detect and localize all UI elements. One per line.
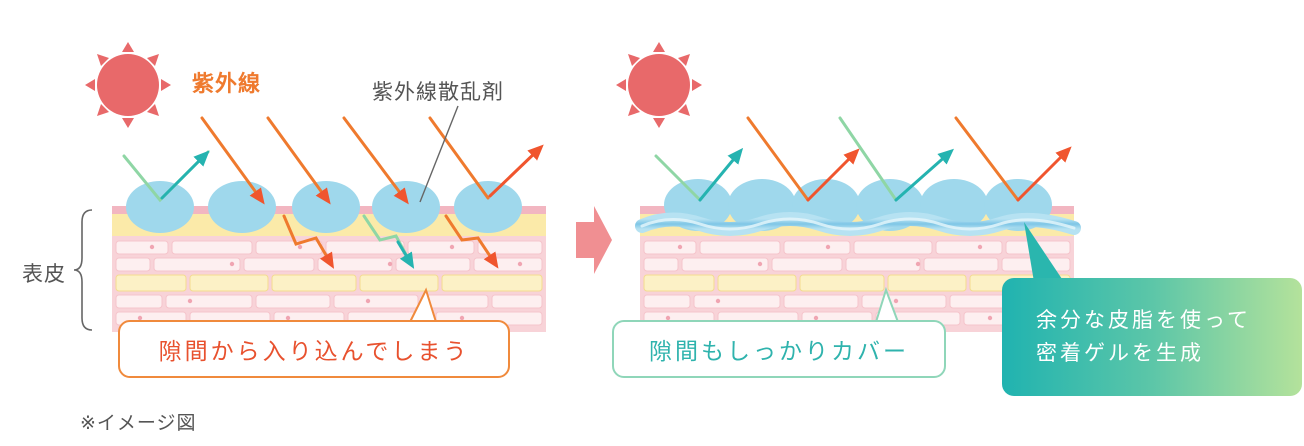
gel-callout: 余分な皮脂を使って 密着ゲルを生成: [1002, 278, 1302, 396]
image-note: ※イメージ図: [80, 412, 197, 434]
scattering-agent-label: 紫外線散乱剤: [372, 80, 504, 104]
gel-callout-line-1: 余分な皮脂を使って: [1036, 308, 1251, 332]
next-arrow-icon: [576, 206, 612, 274]
left-sun-icon: [85, 42, 171, 128]
gel-highlight: [640, 217, 1076, 231]
gap-penetration-callout: 隙間から入り込んでしまう: [118, 320, 510, 378]
right-sun-icon: [616, 42, 702, 128]
uv-label: 紫外線: [192, 72, 262, 97]
gel-callout-tail: [1024, 222, 1064, 282]
epidermis-bracket: [73, 209, 93, 331]
scatter-pointer: [419, 105, 459, 203]
gel-callout-line-2: 密着ゲルを生成: [1036, 341, 1204, 365]
gap-coverage-callout: 隙間もしっかりカバー: [612, 320, 946, 378]
left-uv-arrows: [122, 116, 544, 269]
right-uv-arrows: [654, 116, 1072, 202]
epidermis-label: 表皮: [22, 262, 66, 286]
